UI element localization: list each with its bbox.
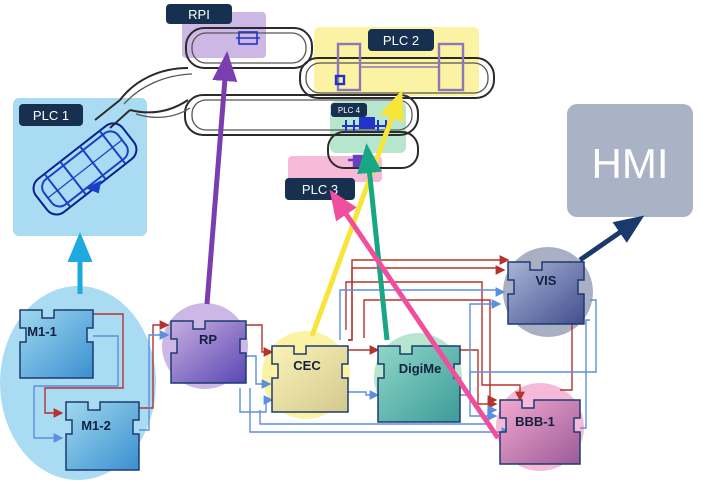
wires-blue — [33, 287, 597, 443]
plc3-label-box: PLC 3 — [285, 178, 355, 200]
vis-to-hmi-arrow — [578, 215, 645, 263]
rp-to-rpi-arrow — [204, 51, 238, 305]
node-bbb1-label: BBB-1 — [515, 414, 555, 429]
rpi-label: RPI — [188, 7, 210, 22]
node-m1-2-label: M1-2 — [81, 418, 111, 433]
plc1-label-box: PLC 1 — [19, 104, 83, 126]
node-cec[interactable]: CEC — [271, 345, 349, 413]
plc1-stations — [32, 122, 138, 216]
node-rp[interactable]: RP — [170, 320, 247, 384]
plc2-label-box: PLC 2 — [368, 29, 434, 51]
plc2-stations — [334, 42, 465, 92]
digime-to-plc4-arrow — [357, 143, 390, 341]
node-m1-1-label: M1-1 — [27, 324, 57, 339]
node-digime-label: DigiMe — [399, 361, 442, 376]
node-m1-2[interactable]: M1-2 — [65, 401, 140, 471]
plc3-label: PLC 3 — [302, 182, 338, 197]
plc2-label: PLC 2 — [383, 33, 419, 48]
plc4-label-box: PLC 4 — [331, 103, 367, 117]
hmi-box: HMI — [567, 104, 693, 217]
node-digime[interactable]: DigiMe — [377, 345, 461, 423]
hmi-label: HMI — [592, 140, 669, 187]
plc4-label: PLC 4 — [338, 106, 361, 115]
node-vis[interactable]: VIS — [507, 261, 585, 325]
node-cec-label: CEC — [293, 358, 321, 373]
node-vis-label: VIS — [536, 273, 557, 288]
node-rp-label: RP — [199, 332, 217, 347]
plc1-label: PLC 1 — [33, 108, 69, 123]
node-m1-1[interactable]: M1-1 — [19, 309, 94, 379]
node-bbb1[interactable]: BBB-1 — [499, 399, 581, 465]
rpi-station — [236, 31, 260, 45]
bbb1-to-plc3-arrow — [329, 189, 501, 440]
rpi-label-box: RPI — [166, 4, 232, 24]
